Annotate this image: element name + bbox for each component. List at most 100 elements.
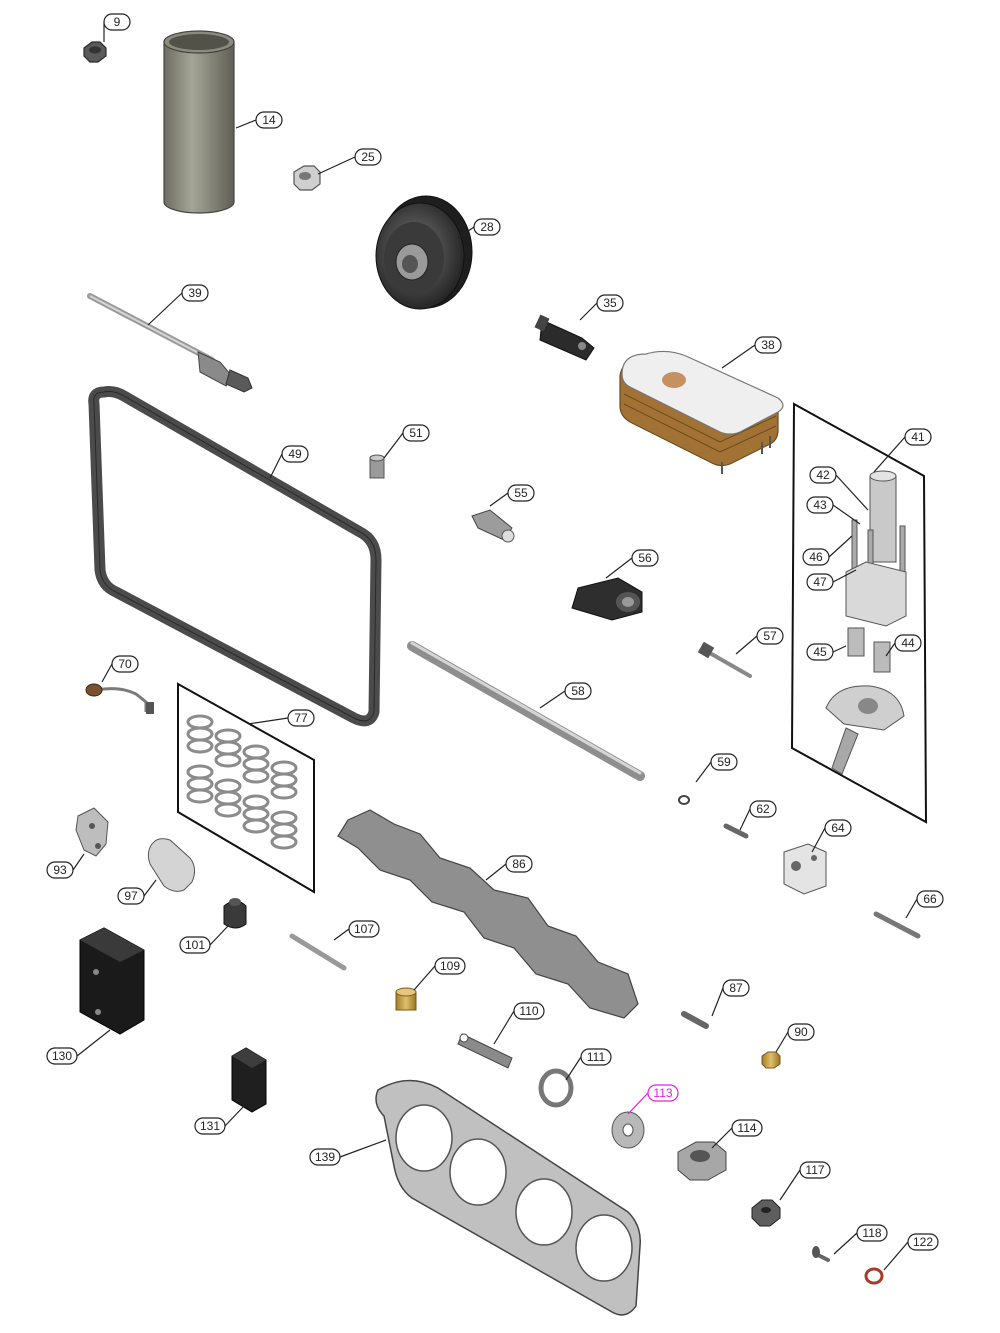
callout-label-117: 117	[805, 1163, 824, 1177]
callout-97: 97	[117, 879, 157, 905]
part-25-nut	[293, 165, 321, 191]
callout-label-55: 55	[514, 486, 528, 500]
callout-46: 46	[802, 535, 853, 566]
callout-39: 39	[147, 284, 209, 326]
callout-45: 45	[806, 643, 847, 661]
callout-pill-45	[806, 643, 834, 661]
callout-pill-59	[710, 753, 738, 771]
callout-113: 113	[627, 1084, 679, 1115]
callout-label-45: 45	[813, 645, 827, 659]
callout-leader-66	[905, 898, 918, 919]
callout-leader-101	[209, 925, 229, 946]
callout-118: 118	[833, 1224, 888, 1255]
callout-87: 87	[711, 979, 750, 1017]
part-70-pipe	[85, 683, 154, 714]
callout-label-51: 51	[409, 426, 423, 440]
callout-101: 101	[179, 925, 229, 954]
callout-leader-51	[383, 432, 404, 459]
callout-pill-113	[647, 1084, 679, 1102]
callout-leader-62	[739, 808, 751, 831]
callout-label-47: 47	[813, 575, 827, 589]
callout-leader-118	[833, 1232, 858, 1255]
callout-pill-55	[507, 484, 535, 502]
callout-leader-130	[76, 1029, 111, 1057]
callouts-layer: 9142528353839414243444546474951555657585…	[46, 13, 944, 1271]
callout-leader-41	[873, 436, 906, 473]
callout-label-111: 111	[587, 1050, 606, 1064]
callout-57: 57	[735, 627, 784, 655]
part-110-link	[457, 1033, 513, 1069]
callout-25: 25	[317, 148, 382, 175]
callout-pill-35	[596, 294, 624, 312]
callout-leader-87	[711, 987, 724, 1017]
callout-label-139: 139	[315, 1150, 335, 1164]
callout-leader-117	[779, 1169, 801, 1201]
callout-pill-42	[809, 466, 837, 484]
callout-70: 70	[101, 655, 139, 683]
callout-label-93: 93	[53, 863, 67, 877]
callout-label-39: 39	[188, 286, 202, 300]
callout-pill-114	[731, 1119, 763, 1137]
callout-label-38: 38	[761, 338, 775, 352]
part-113-washer	[611, 1111, 645, 1149]
part-28-pulley	[375, 195, 473, 310]
callout-label-57: 57	[763, 629, 777, 643]
callout-55: 55	[489, 484, 535, 507]
callout-leader-55	[489, 492, 509, 507]
part-66-pin	[873, 911, 921, 939]
callout-41: 41	[873, 428, 932, 473]
callout-label-25: 25	[361, 150, 375, 164]
callout-58: 58	[539, 682, 592, 709]
callout-label-28: 28	[480, 220, 494, 234]
callout-leader-14	[235, 119, 257, 129]
callout-130: 130	[46, 1029, 111, 1065]
part-114-nut	[677, 1141, 727, 1181]
callout-pill-39	[181, 284, 209, 302]
callout-44: 44	[885, 634, 922, 657]
callout-pill-139	[309, 1148, 341, 1166]
callout-leader-139	[339, 1139, 387, 1158]
callout-43: 43	[806, 496, 861, 525]
callout-leader-110	[493, 1010, 515, 1045]
callout-pill-58	[564, 682, 592, 700]
callout-pill-90	[787, 1023, 815, 1041]
callout-label-122: 122	[913, 1235, 933, 1249]
part-9-nut	[83, 41, 107, 63]
callout-pill-41	[904, 428, 932, 446]
callout-64: 64	[811, 819, 852, 853]
callout-leader-47	[832, 569, 857, 583]
callout-leader-86	[485, 863, 507, 881]
callout-pill-43	[806, 496, 834, 514]
callout-62: 62	[739, 800, 777, 831]
callout-label-101: 101	[185, 938, 205, 952]
callout-leader-122	[883, 1241, 909, 1271]
callout-leader-42	[835, 474, 869, 511]
callout-label-109: 109	[440, 959, 460, 973]
callout-90: 90	[775, 1023, 815, 1053]
part-41-oil-pump-frame	[790, 402, 928, 824]
part-109-bushing	[395, 987, 417, 1011]
callout-label-118: 118	[862, 1226, 881, 1240]
callout-leader-44	[885, 642, 896, 657]
callout-label-62: 62	[756, 802, 770, 816]
part-49-gasket	[88, 386, 382, 727]
callout-pill-118	[856, 1224, 888, 1242]
callout-pill-14	[255, 111, 283, 129]
callout-label-42: 42	[816, 468, 830, 482]
callout-38: 38	[721, 336, 782, 369]
callout-label-87: 87	[729, 981, 743, 995]
callout-35: 35	[579, 294, 624, 321]
part-139-head-gasket	[375, 1079, 641, 1316]
callout-77: 77	[247, 709, 315, 727]
callout-pill-117	[799, 1161, 831, 1179]
callout-label-131: 131	[200, 1119, 220, 1133]
callout-leader-56	[605, 557, 633, 579]
callout-leader-93	[72, 853, 85, 871]
callout-label-43: 43	[813, 498, 827, 512]
callout-label-114: 114	[737, 1121, 756, 1135]
callout-51: 51	[383, 424, 430, 459]
callout-label-59: 59	[717, 755, 731, 769]
callout-leader-97	[143, 879, 157, 897]
callout-label-44: 44	[901, 636, 915, 650]
callout-pill-131	[194, 1117, 226, 1135]
